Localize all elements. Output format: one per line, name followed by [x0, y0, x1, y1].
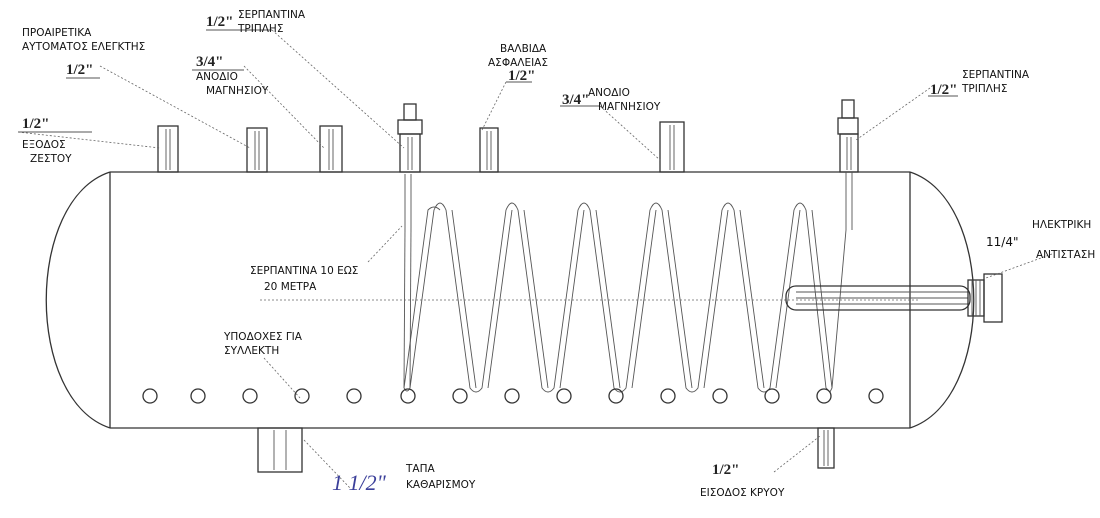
coil-length-label-2: 20 ΜΕΤΡΑ [264, 281, 317, 293]
labels: ΠΡΟΑΙΡΕΤΙΚΑ ΑΥΤΟΜΑΤΟΣ ΕΛΕΓΚΤΗΣ 1/2" 1/2"… [22, 9, 1095, 499]
electric-heater [785, 273, 1003, 323]
valve-size: 1/2" [508, 68, 536, 84]
serpentine-coil [403, 172, 853, 393]
top-fitting-safety-valve [479, 127, 499, 173]
anode2-label-1: ΑΝΟΔΙΟ [588, 87, 630, 99]
hot-out-label-1: ΕΞΟΔΟΣ [22, 139, 66, 151]
controller-label-1: ΠΡΟΑΙΡΕΤΙΚΑ [22, 27, 92, 39]
top-fitting-controller [246, 127, 268, 173]
drain-label-1: ΤΑΠΑ [405, 463, 435, 475]
drain-label-2: ΚΑΘΑΡΙΣΜΟΥ [406, 479, 476, 491]
coil-top-size: 1/2" [206, 14, 234, 30]
anode1-size: 3/4" [196, 54, 224, 70]
leader-lines [17, 29, 1053, 489]
valve-label-1: ΒΑΛΒΙΔΑ [500, 43, 547, 55]
heater-size: 11/4" [986, 235, 1018, 249]
top-fitting-hot-out [157, 125, 179, 173]
coil-top-label-2: ΤΡΙΠΛΗΣ [237, 23, 283, 35]
heater-label-1: ΗΛΕΚΤΡΙΚΗ [1032, 219, 1091, 231]
controller-label-2: ΑΥΤΟΜΑΤΟΣ ΕΛΕΓΚΤΗΣ [22, 41, 145, 53]
anode1-label-2: ΜΑΓΝΗΣΙΟΥ [206, 85, 269, 97]
top-fitting-anode-2 [659, 121, 685, 173]
top-fitting-anode-1 [319, 125, 343, 173]
cold-in-size: 1/2" [712, 462, 740, 478]
coil-right-label-1: ΣΕΡΠΑΝΤΙΝΑ [962, 69, 1030, 81]
coil-right-size: 1/2" [930, 82, 958, 98]
controller-size: 1/2" [66, 62, 94, 78]
cold-in-label: ΕΙΣΟΔΟΣ ΚΡΥΟΥ [700, 487, 785, 499]
collector-label-2: ΣΥΛΛΕΚΤΗ [224, 345, 279, 357]
top-fitting-coil-inlet [397, 103, 423, 173]
cold-inlet-fitting [817, 427, 835, 469]
tank-body [45, 171, 975, 429]
collector-sockets [142, 388, 884, 404]
heater-label-2: ΑΝΤΙΣΤΑΣΗ [1036, 249, 1095, 261]
top-fitting-coil-outlet [837, 99, 859, 173]
coil-top-label-1: ΣΕΡΠΑΝΤΙΝΑ [238, 9, 306, 21]
coil-length-label-1: ΣΕΡΠΑΝΤΙΝΑ 10 ΕΩΣ [250, 265, 358, 277]
anode1-label-1: ΑΝΟΔΙΟ [196, 71, 238, 83]
coil-right-label-2: ΤΡΙΠΛΗΣ [961, 83, 1007, 95]
drain-fitting [257, 427, 303, 473]
drain-size: 1 1/2" [332, 470, 387, 495]
collector-label-1: ΥΠΟΔΟΧΕΣ ΓΙΑ [223, 331, 303, 343]
anode2-size: 3/4" [562, 92, 590, 108]
hot-out-size: 1/2" [22, 116, 50, 132]
anode2-label-2: ΜΑΓΝΗΣΙΟΥ [598, 101, 661, 113]
valve-label-2: ΑΣΦΑΛΕΙΑΣ [488, 57, 548, 69]
hot-out-label-2: ΖΕΣΤΟΥ [30, 153, 72, 165]
